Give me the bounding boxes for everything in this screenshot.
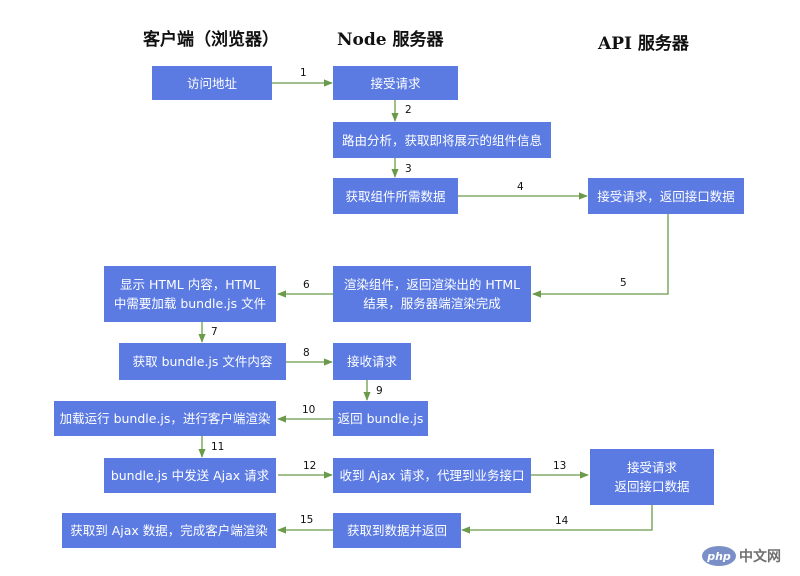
box-label: 获取到 Ajax 数据，完成客户端渲染 — [70, 523, 268, 538]
box-label: 获取组件所需数据 — [345, 188, 446, 204]
arrow-5 — [532, 214, 669, 298]
box-visit-address: 访问地址 — [152, 66, 272, 100]
step-number: 14 — [555, 515, 569, 527]
box-get-data-return: 获取到数据并返回 — [333, 513, 461, 548]
box-label: 接收请求 — [346, 354, 397, 369]
box-label: 访问地址 — [186, 75, 237, 91]
box-api-receive-data: 接受请求 返回接口数据 — [590, 449, 714, 505]
step-number: 15 — [300, 514, 314, 526]
box-label: 返回 bundle.js — [337, 411, 424, 426]
watermark: php 中文网 — [702, 545, 781, 567]
header-api-server: API 服务器 — [598, 34, 689, 54]
step-number: 5 — [620, 277, 627, 289]
step-number: 8 — [303, 347, 310, 359]
box-return-bundle: 返回 bundle.js — [333, 401, 428, 436]
box-label: 接受请求 — [370, 75, 421, 91]
box-label: bundle.js 中发送 Ajax 请求 — [110, 468, 270, 483]
box-label-line1: 显示 HTML 内容，HTML — [119, 277, 260, 292]
box-label: 路由分析，获取即将展示的组件信息 — [341, 132, 542, 148]
step-number: 13 — [553, 460, 567, 472]
box-route-analysis: 路由分析，获取即将展示的组件信息 — [333, 122, 551, 158]
box-api-receive-return: 接受请求，返回接口数据 — [588, 178, 744, 214]
box-load-run-bundle: 加载运行 bundle.js，进行客户端渲染 — [54, 401, 276, 436]
step-number: 12 — [303, 460, 317, 472]
step-number: 4 — [517, 181, 524, 193]
step-number: 9 — [376, 385, 383, 397]
box-label: 获取到数据并返回 — [346, 523, 447, 538]
box-label-line2: 结果，服务器端渲染完成 — [363, 296, 501, 311]
box-get-component-data: 获取组件所需数据 — [333, 178, 458, 214]
php-logo-icon: php — [702, 546, 736, 566]
header-client: 客户端（浏览器） — [143, 30, 279, 50]
box-get-bundle-content: 获取 bundle.js 文件内容 — [119, 343, 286, 380]
step-number: 6 — [303, 279, 310, 291]
box-label-line1: 接受请求 — [626, 460, 677, 475]
box-receive-request: 接收请求 — [333, 343, 411, 380]
box-label-line2: 返回接口数据 — [614, 479, 690, 494]
step-number: 7 — [211, 326, 218, 338]
box-render-component: 渲染组件，返回渲染出的 HTML 结果，服务器端渲染完成 — [333, 266, 531, 322]
box-label: 接受请求，返回接口数据 — [597, 188, 735, 204]
box-label-line2: 中需要加载 bundle.js 文件 — [113, 296, 267, 311]
watermark-site-text: 中文网 — [739, 549, 781, 565]
arrow-14 — [461, 505, 653, 534]
step-number: 11 — [211, 441, 225, 453]
step-number: 10 — [302, 404, 316, 416]
box-show-html: 显示 HTML 内容，HTML 中需要加载 bundle.js 文件 — [104, 266, 276, 322]
box-get-ajax-complete: 获取到 Ajax 数据，完成客户端渲染 — [62, 513, 276, 548]
box-label: 获取 bundle.js 文件内容 — [132, 354, 273, 369]
box-node-receive-request: 接受请求 — [333, 66, 458, 100]
box-bundle-send-ajax: bundle.js 中发送 Ajax 请求 — [104, 458, 276, 493]
step-number: 2 — [405, 104, 412, 116]
box-label: 收到 Ajax 请求，代理到业务接口 — [339, 468, 525, 483]
header-node-server: Node 服务器 — [337, 30, 444, 50]
step-number: 1 — [300, 67, 307, 79]
box-receive-ajax-proxy: 收到 Ajax 请求，代理到业务接口 — [333, 458, 531, 493]
step-number: 3 — [405, 163, 412, 175]
box-label-line1: 渲染组件，返回渲染出的 HTML — [343, 277, 521, 292]
box-label: 加载运行 bundle.js，进行客户端渲染 — [59, 411, 271, 426]
